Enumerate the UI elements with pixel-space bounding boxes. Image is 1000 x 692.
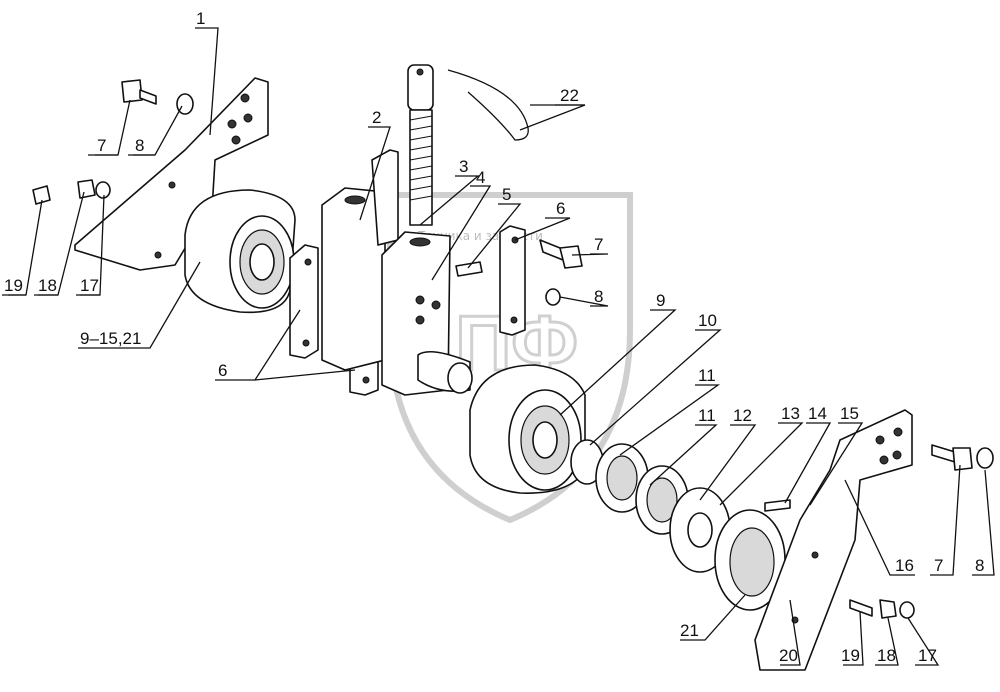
callout-19-right: 19 <box>841 646 860 665</box>
callout-17-left: 17 <box>80 276 99 295</box>
right-drum <box>469 364 586 494</box>
threaded-rod <box>407 64 434 226</box>
callout-16: 16 <box>895 556 914 575</box>
callout-18-right: 18 <box>877 646 896 665</box>
left-drum-assembly <box>184 189 296 314</box>
left-small-fasteners <box>32 179 111 205</box>
callout-7-right: 7 <box>934 556 943 575</box>
middle-bolt <box>539 239 583 306</box>
callout-9: 9 <box>656 291 665 310</box>
callout-5: 5 <box>502 185 511 204</box>
callout-20: 20 <box>779 646 798 665</box>
callout-8-middle: 8 <box>594 287 603 306</box>
callout-21: 21 <box>680 621 699 640</box>
end-cap <box>714 509 786 611</box>
callout-8-right: 8 <box>975 556 984 575</box>
left-bracket-plate <box>74 77 269 271</box>
right-bolt <box>931 444 994 471</box>
callout-7-left: 7 <box>97 136 106 155</box>
callout-6-left: 6 <box>218 361 227 380</box>
cotter-pin <box>447 69 529 141</box>
callout-19-left: 19 <box>4 276 23 295</box>
callout-15: 15 <box>840 404 859 423</box>
callout-4: 4 <box>476 168 485 187</box>
right-bracket-plate <box>754 409 913 671</box>
callout-17-right: 17 <box>918 646 937 665</box>
callout-11-top: 11 <box>698 366 716 385</box>
right-strip <box>499 225 526 336</box>
callout-underlines <box>2 104 585 296</box>
tall-block <box>321 149 399 371</box>
callout-10: 10 <box>698 311 717 330</box>
callout-1: 1 <box>196 9 205 28</box>
left-top-bolt <box>121 79 194 115</box>
pin <box>455 261 483 277</box>
callout-13: 13 <box>781 404 800 423</box>
callout-11-bottom: 11 <box>698 406 716 425</box>
callout-14: 14 <box>808 404 827 423</box>
callout-labels: 1 2 3 4 5 6 6 7 7 7 8 8 8 9 9–15,21 10 1… <box>4 9 984 665</box>
callout-6-right: 6 <box>556 199 565 218</box>
callout-7-middle: 7 <box>594 235 603 254</box>
slider-block <box>381 231 473 396</box>
callout-22: 22 <box>560 86 579 105</box>
small-screw <box>764 499 791 512</box>
callout-18-left: 18 <box>38 276 57 295</box>
bearings <box>595 443 689 535</box>
bottom-fasteners <box>849 599 915 619</box>
callout-9-15-21: 9–15,21 <box>80 329 141 348</box>
callout-12: 12 <box>733 406 752 425</box>
callout-8-left: 8 <box>135 136 144 155</box>
callout-3: 3 <box>459 157 468 176</box>
callout-2: 2 <box>372 108 381 127</box>
